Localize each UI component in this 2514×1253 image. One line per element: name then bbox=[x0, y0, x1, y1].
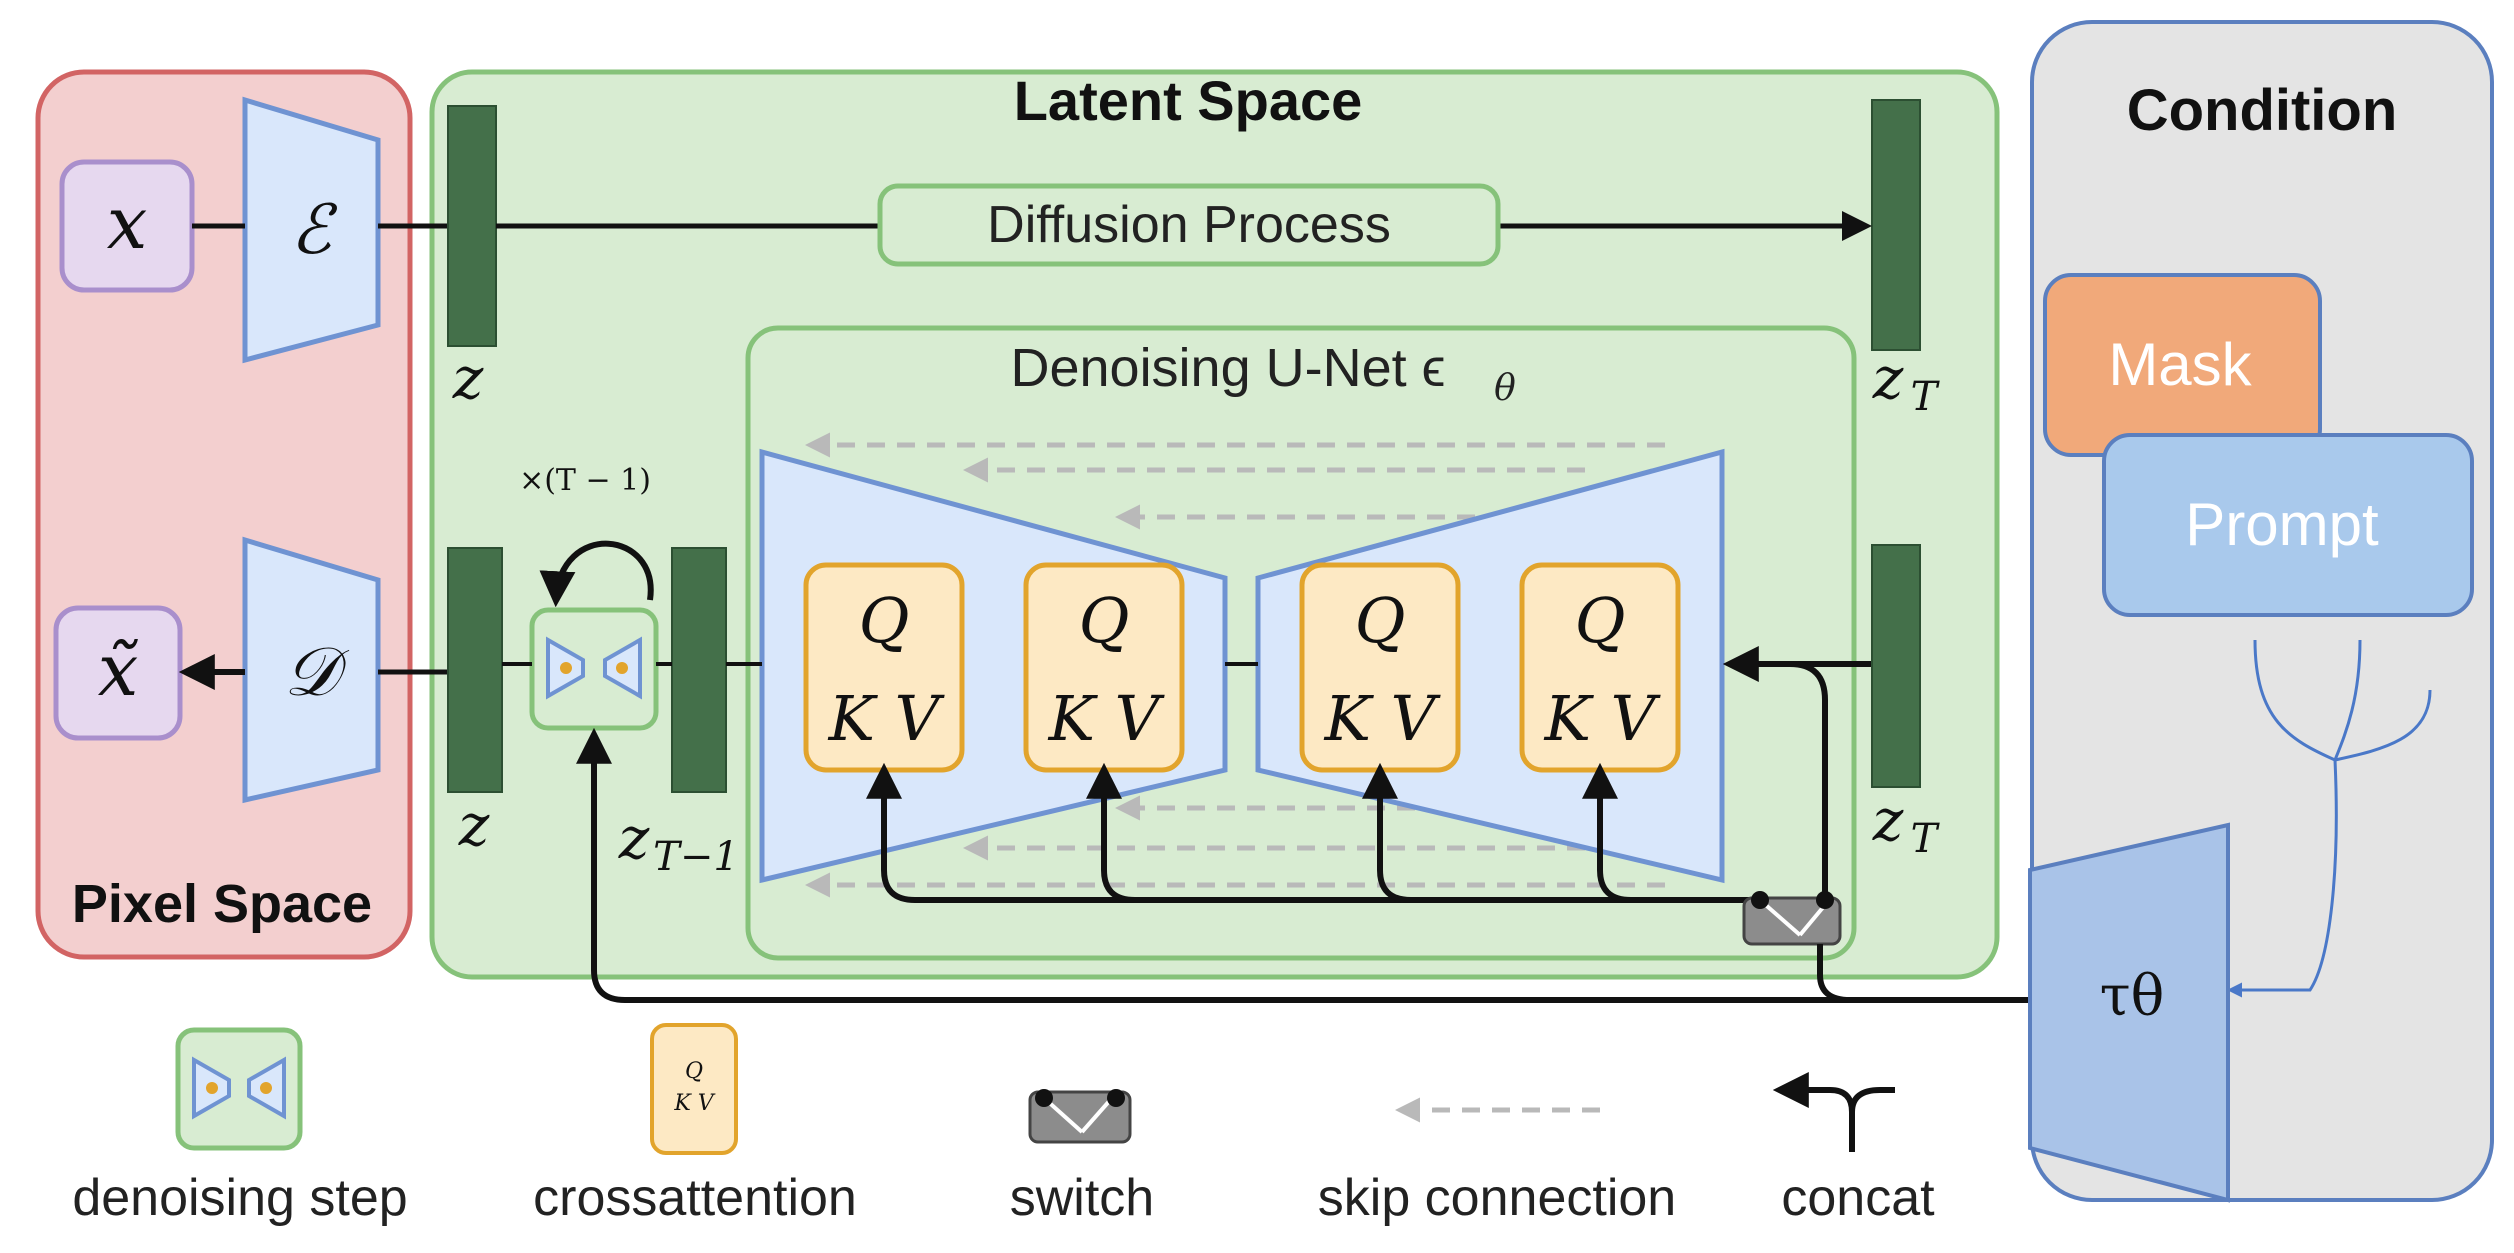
svg-text:Denoising U-Net ϵ: Denoising U-Net ϵ bbox=[1010, 338, 1445, 398]
svg-text:z: z bbox=[1872, 344, 1904, 412]
crossattention-block: Q K V bbox=[803, 562, 965, 773]
svg-text:T: T bbox=[1911, 816, 1941, 862]
svg-text:T−1: T−1 bbox=[653, 834, 739, 880]
z-bottom-label: z bbox=[458, 791, 490, 859]
output-x-tilde-label: x̃ bbox=[98, 628, 139, 712]
prompt-box: Prompt bbox=[2102, 433, 2474, 617]
legend-crossattention: Q K V crossattention bbox=[533, 1023, 857, 1227]
prompt-label: Prompt bbox=[2185, 491, 2379, 558]
legend-denoising-step: denoising step bbox=[72, 1027, 408, 1227]
zT-bottom-feature-bar bbox=[1871, 544, 1921, 788]
output-x-tilde-box: x̃ bbox=[53, 605, 183, 741]
mask-box: Mask bbox=[2043, 273, 2322, 457]
denoising-step-block bbox=[529, 607, 659, 731]
svg-text:K V: K V bbox=[828, 682, 946, 755]
latent-space-title: Latent Space bbox=[1014, 69, 1363, 132]
crossattention-block: Q K V bbox=[1299, 562, 1461, 773]
diffusion-process-box: Diffusion Process bbox=[877, 183, 1501, 267]
svg-text:Q: Q bbox=[685, 1059, 703, 1084]
decoder-block: 𝒟 bbox=[242, 536, 381, 804]
svg-text:K V: K V bbox=[1048, 682, 1166, 755]
condition-title: Condition bbox=[2127, 78, 2398, 143]
legend: denoising step Q K V crossattention swit… bbox=[72, 1023, 1935, 1227]
tau-label: τθ bbox=[2100, 964, 2165, 1029]
svg-text:K V: K V bbox=[1324, 682, 1442, 755]
condition-branch-lines bbox=[2227, 639, 2432, 998]
loop-label: ×(T − 1) bbox=[519, 463, 651, 498]
zT-top-feature-bar bbox=[1871, 99, 1921, 351]
legend-concat-label: concat bbox=[1781, 1169, 1935, 1227]
crossattention-block: Q K V bbox=[1023, 562, 1185, 773]
legend-switch-label: switch bbox=[1010, 1169, 1154, 1227]
zT-bottom-label: z T bbox=[1872, 786, 1941, 862]
crossattention-block: Q K V bbox=[1519, 562, 1681, 773]
input-x-box: x bbox=[59, 159, 195, 293]
svg-text:Q: Q bbox=[859, 584, 910, 657]
legend-denoising-step-label: denoising step bbox=[72, 1169, 407, 1227]
legend-crossattention-label: crossattention bbox=[533, 1169, 857, 1227]
diffusion-process-label: Diffusion Process bbox=[987, 196, 1391, 254]
encoder-label: ℰ bbox=[290, 191, 338, 270]
encoder-block: ℰ bbox=[242, 96, 381, 364]
zT1-feature-bar bbox=[671, 547, 727, 793]
pixel-space-title: Pixel Space bbox=[72, 874, 372, 934]
svg-text:K V: K V bbox=[1544, 682, 1662, 755]
loop-arrow bbox=[539, 540, 654, 608]
svg-text:Q: Q bbox=[1575, 584, 1626, 657]
input-x-label: x bbox=[107, 181, 148, 265]
condition-to-denoise-arrow bbox=[576, 727, 2030, 1003]
svg-text:θ: θ bbox=[1494, 368, 1516, 409]
legend-skip-connection-label: skip connection bbox=[1318, 1169, 1676, 1227]
svg-text:Q: Q bbox=[1079, 584, 1130, 657]
svg-text:Q: Q bbox=[1355, 584, 1406, 657]
z-top-feature-bar bbox=[447, 105, 497, 347]
svg-text:K V: K V bbox=[673, 1091, 715, 1116]
z-bottom-feature-bar bbox=[447, 547, 503, 793]
unet-title: Denoising U-Net ϵ θ bbox=[1010, 338, 1516, 409]
svg-text:z: z bbox=[1872, 786, 1904, 854]
z-top-label: z bbox=[452, 344, 484, 412]
tau-encoder-block: τθ bbox=[2028, 822, 2230, 1203]
svg-text:z: z bbox=[618, 804, 650, 872]
conditioning-arrows bbox=[866, 762, 1760, 903]
mask-label: Mask bbox=[2108, 331, 2252, 398]
zT1-label: z T−1 bbox=[618, 804, 739, 880]
switch[interactable] bbox=[1742, 891, 1842, 946]
svg-text:T: T bbox=[1911, 374, 1941, 420]
legend-concat: concat bbox=[1772, 1072, 1935, 1227]
legend-switch: switch bbox=[1010, 1089, 1154, 1227]
zT-top-label: z T bbox=[1872, 344, 1941, 420]
skip-connections bbox=[805, 432, 1665, 898]
legend-skip-connection: skip connection bbox=[1318, 1097, 1676, 1227]
